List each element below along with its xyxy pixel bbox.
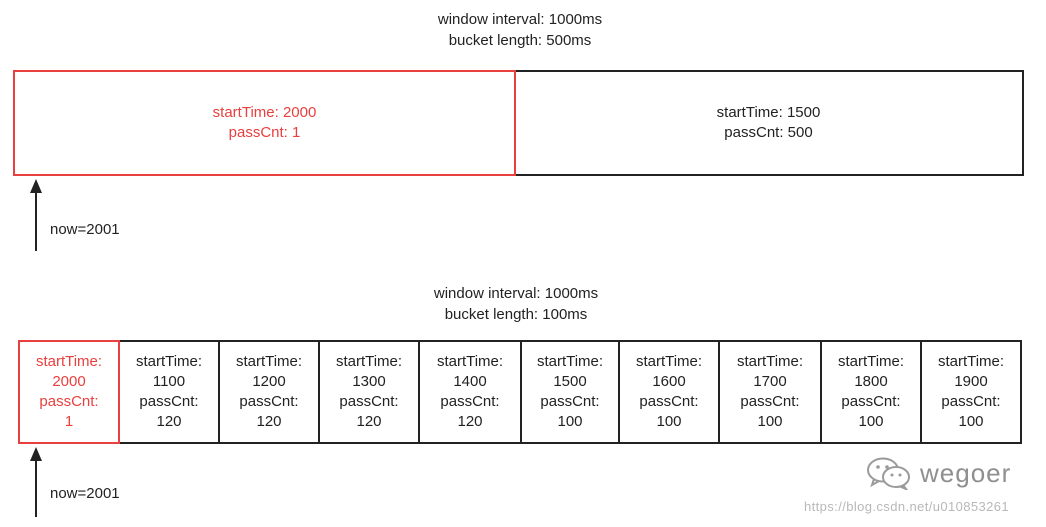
bucket-pass-count-value: 100 — [557, 413, 583, 430]
diagram2-bucket: startTime: 1100 passCnt: 120 — [118, 340, 220, 444]
bucket-start-time-label: startTime: — [635, 353, 703, 370]
bucket-pass-count-label: passCnt: — [941, 393, 1001, 410]
diagram2-bucket-length: bucket length: 100ms — [444, 306, 588, 323]
bucket-pass-count-label: passCnt: — [639, 393, 699, 410]
bucket-pass-count-label: passCnt: — [540, 393, 600, 410]
bucket-start-time-label: startTime: — [837, 353, 905, 370]
diagram2-bucket-current: startTime: 2000 passCnt: 1 — [18, 340, 120, 444]
bucket-start-time-label: startTime: — [536, 353, 604, 370]
bucket-start-time: startTime: 1500 — [716, 104, 821, 121]
bucket-pass-count-value: 100 — [757, 413, 783, 430]
bucket-start-time-value: 1800 — [854, 373, 888, 390]
diagram2-bucket: startTime: 1800 passCnt: 100 — [820, 340, 922, 444]
bucket-start-time-value: 1400 — [453, 373, 487, 390]
diagram2-bucket: startTime: 1700 passCnt: 100 — [718, 340, 822, 444]
watermark-url: https://blog.csdn.net/u010853261 — [804, 499, 1010, 514]
bucket-start-time-value: 2000 — [52, 373, 86, 390]
now-pointer-arrow-icon — [30, 447, 44, 517]
diagram1-window-interval: window interval: 1000ms — [437, 11, 603, 28]
bucket-start-time-value: 1300 — [352, 373, 386, 390]
bucket-pass-count-value: 120 — [457, 413, 483, 430]
diagram2-bucket: startTime: 1400 passCnt: 120 — [418, 340, 522, 444]
bucket-pass-count-value: 120 — [156, 413, 182, 430]
bucket-start-time-value: 1600 — [652, 373, 686, 390]
diagram1-bucket-current: startTime: 2000 passCnt: 1 — [13, 70, 516, 176]
diagram2-bucket: startTime: 1900 passCnt: 100 — [920, 340, 1022, 444]
bucket-start-time-value: 1500 — [553, 373, 587, 390]
diagram2-bucket: startTime: 1300 passCnt: 120 — [318, 340, 420, 444]
diagram1-bucket-length: bucket length: 500ms — [448, 32, 592, 49]
bucket-pass-count-label: passCnt: — [841, 393, 901, 410]
wechat-icon — [867, 457, 910, 490]
bucket-start-time-label: startTime: — [436, 353, 504, 370]
bucket-pass-count-label: passCnt: — [339, 393, 399, 410]
watermark-logo-text: wegoer — [920, 457, 1012, 488]
bucket-pass-count-label: passCnt: — [740, 393, 800, 410]
bucket-start-time-value: 1700 — [753, 373, 787, 390]
bucket-start-time-label: startTime: — [235, 353, 303, 370]
bucket-start-time-label: startTime: — [736, 353, 804, 370]
bucket-start-time-value: 1100 — [152, 373, 186, 390]
bucket-start-time: startTime: 2000 — [212, 104, 317, 121]
diagram2-now-label: now=2001 — [50, 485, 120, 502]
bucket-start-time-label: startTime: — [937, 353, 1005, 370]
bucket-start-time-label: startTime: — [335, 353, 403, 370]
bucket-pass-count-label: passCnt: — [440, 393, 500, 410]
bucket-start-time-label: startTime: — [35, 353, 103, 370]
bucket-pass-count-value: 100 — [656, 413, 682, 430]
bucket-pass-count-value: 1 — [64, 413, 74, 430]
diagram2-bucket: startTime: 1500 passCnt: 100 — [520, 340, 620, 444]
bucket-pass-count-label: passCnt: — [139, 393, 199, 410]
diagram2-caption: window interval: 1000ms bucket length: 1… — [366, 283, 666, 325]
bucket-start-time-value: 1900 — [954, 373, 988, 390]
diagram2-bucket: startTime: 1600 passCnt: 100 — [618, 340, 720, 444]
diagram1-bucket: startTime: 1500 passCnt: 500 — [513, 70, 1024, 176]
bucket-start-time-label: startTime: — [135, 353, 203, 370]
bucket-pass-count-value: 100 — [958, 413, 984, 430]
diagram2-bucket: startTime: 1200 passCnt: 120 — [218, 340, 320, 444]
now-pointer-arrow-icon — [30, 179, 44, 251]
bucket-pass-count-label: passCnt: — [39, 393, 99, 410]
bucket-pass-count-value: 120 — [356, 413, 382, 430]
diagram1-caption: window interval: 1000ms bucket length: 5… — [370, 9, 670, 51]
diagram2-window-interval: window interval: 1000ms — [433, 285, 599, 302]
bucket-pass-count-value: 120 — [256, 413, 282, 430]
diagram1-now-label: now=2001 — [50, 221, 120, 238]
watermark-logo: wegoer — [866, 456, 1011, 490]
bucket-pass-count: passCnt: 500 — [724, 124, 813, 141]
bucket-pass-count-value: 100 — [858, 413, 884, 430]
bucket-start-time-value: 1200 — [252, 373, 286, 390]
bucket-pass-count-label: passCnt: — [239, 393, 299, 410]
bucket-pass-count: passCnt: 1 — [228, 124, 301, 141]
